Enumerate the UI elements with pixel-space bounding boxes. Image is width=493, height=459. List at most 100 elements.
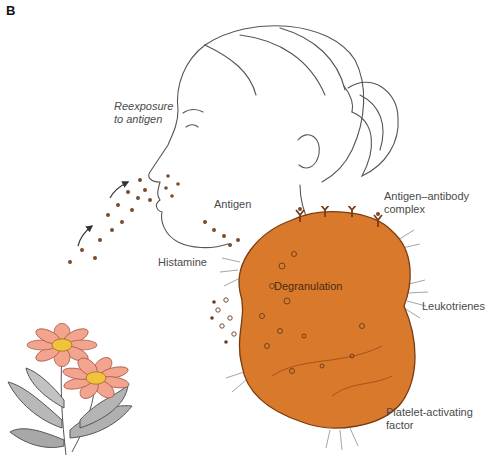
- mediator-spike: [226, 372, 244, 378]
- granule: [212, 300, 216, 304]
- granule: [302, 334, 306, 338]
- antibody-y: [348, 206, 356, 217]
- cell-fold: [272, 346, 392, 396]
- pollen-grain: [143, 188, 147, 192]
- pollen-grain: [170, 194, 174, 198]
- pollen-grain: [138, 178, 142, 182]
- granule: [210, 316, 214, 320]
- ear: [298, 135, 319, 168]
- hair-fringe: [205, 45, 256, 95]
- flower-plant: [8, 352, 132, 455]
- pollen-grain: [212, 228, 216, 232]
- panel-letter: B: [6, 4, 26, 17]
- pollen-grain: [136, 196, 140, 200]
- bound-antigen: [376, 212, 380, 216]
- annotation-label: Histamine: [158, 256, 228, 269]
- mediator-spike: [220, 270, 238, 272]
- granule: [360, 324, 365, 329]
- mediator-spike: [398, 230, 414, 240]
- antibody-y: [296, 210, 304, 222]
- flower-head: [60, 356, 131, 400]
- pollen-grain: [110, 228, 114, 232]
- granule: [278, 329, 283, 334]
- mediator-spike: [222, 258, 240, 262]
- flower-center: [86, 372, 106, 384]
- annotation-label: Reexposure to antigen: [114, 100, 180, 126]
- mediator-spike: [224, 278, 240, 286]
- released-granules: [216, 298, 236, 336]
- granule: [292, 252, 297, 257]
- pollen-grain: [148, 198, 152, 202]
- hair-strand: [240, 35, 325, 95]
- mediator-spike: [350, 428, 358, 446]
- hair-strand: [280, 28, 345, 90]
- pollen-grain: [68, 260, 72, 264]
- antibody-y: [321, 206, 329, 217]
- pollen-grain: [116, 203, 120, 207]
- pollen-grain: [222, 234, 226, 238]
- granule: [290, 369, 295, 374]
- cell-label: Degranulation: [274, 280, 374, 293]
- pollen-grain: [98, 238, 102, 242]
- granule: [265, 344, 270, 349]
- granule: [224, 298, 228, 302]
- pollen-grain: [93, 256, 97, 260]
- movement-arrows: [78, 182, 128, 246]
- leaf: [10, 429, 64, 448]
- movement-arrow: [110, 182, 128, 198]
- ponytail-strand: [360, 95, 383, 150]
- mediator-spike: [326, 430, 330, 448]
- granule: [284, 298, 290, 304]
- mast-cell: Degranulation: [232, 206, 422, 436]
- pollen-grain: [164, 186, 168, 190]
- pollen-grain: [236, 238, 240, 242]
- flower-center: [52, 339, 72, 351]
- hair-outline: [205, 26, 364, 182]
- movement-arrow: [78, 226, 92, 246]
- pollen-grain: [176, 182, 180, 186]
- mediator-spike: [407, 292, 428, 293]
- face-profile: [149, 45, 228, 248]
- antibody-receptor: [296, 207, 304, 222]
- pollen-grain: [120, 220, 124, 224]
- cell-outline: [232, 206, 422, 436]
- cell-body: [239, 212, 415, 428]
- annotation-label: Antigen: [214, 198, 274, 211]
- pollen-grain: [80, 248, 84, 252]
- annotation-label: Antigen–antibody complex: [384, 190, 480, 216]
- leaf: [26, 368, 64, 408]
- granule: [260, 314, 265, 319]
- granule: [279, 263, 285, 269]
- antibody-receptor: [374, 212, 382, 227]
- granule: [216, 308, 220, 312]
- annotation-label: Leukotrienes: [422, 300, 492, 313]
- granule: [270, 284, 275, 289]
- pollen-grain: [106, 213, 110, 217]
- granule: [350, 354, 354, 358]
- antibody-receptor: [321, 206, 329, 217]
- pollen-grain: [130, 208, 134, 212]
- pollen-grain: [203, 220, 207, 224]
- released-granules: [210, 300, 228, 344]
- pollen-particles: [68, 174, 240, 264]
- antibody-receptor: [348, 206, 356, 217]
- mediator-spike: [340, 430, 342, 450]
- granule: [220, 324, 224, 328]
- granule: [232, 332, 236, 336]
- pollen-grain: [228, 243, 232, 247]
- hair-band: [344, 86, 353, 112]
- ponytail: [348, 82, 398, 176]
- granule: [224, 340, 228, 344]
- annotation-label: Platelet-activating factor: [386, 406, 492, 432]
- antibody-y: [374, 215, 382, 227]
- bound-antigen: [298, 207, 302, 211]
- mediator-spike: [232, 380, 246, 392]
- granule: [320, 364, 324, 368]
- pollen-grain: [126, 190, 130, 194]
- eye: [186, 125, 198, 127]
- pollen-grain: [166, 174, 170, 178]
- granule: [228, 316, 232, 320]
- eyebrow: [183, 110, 203, 114]
